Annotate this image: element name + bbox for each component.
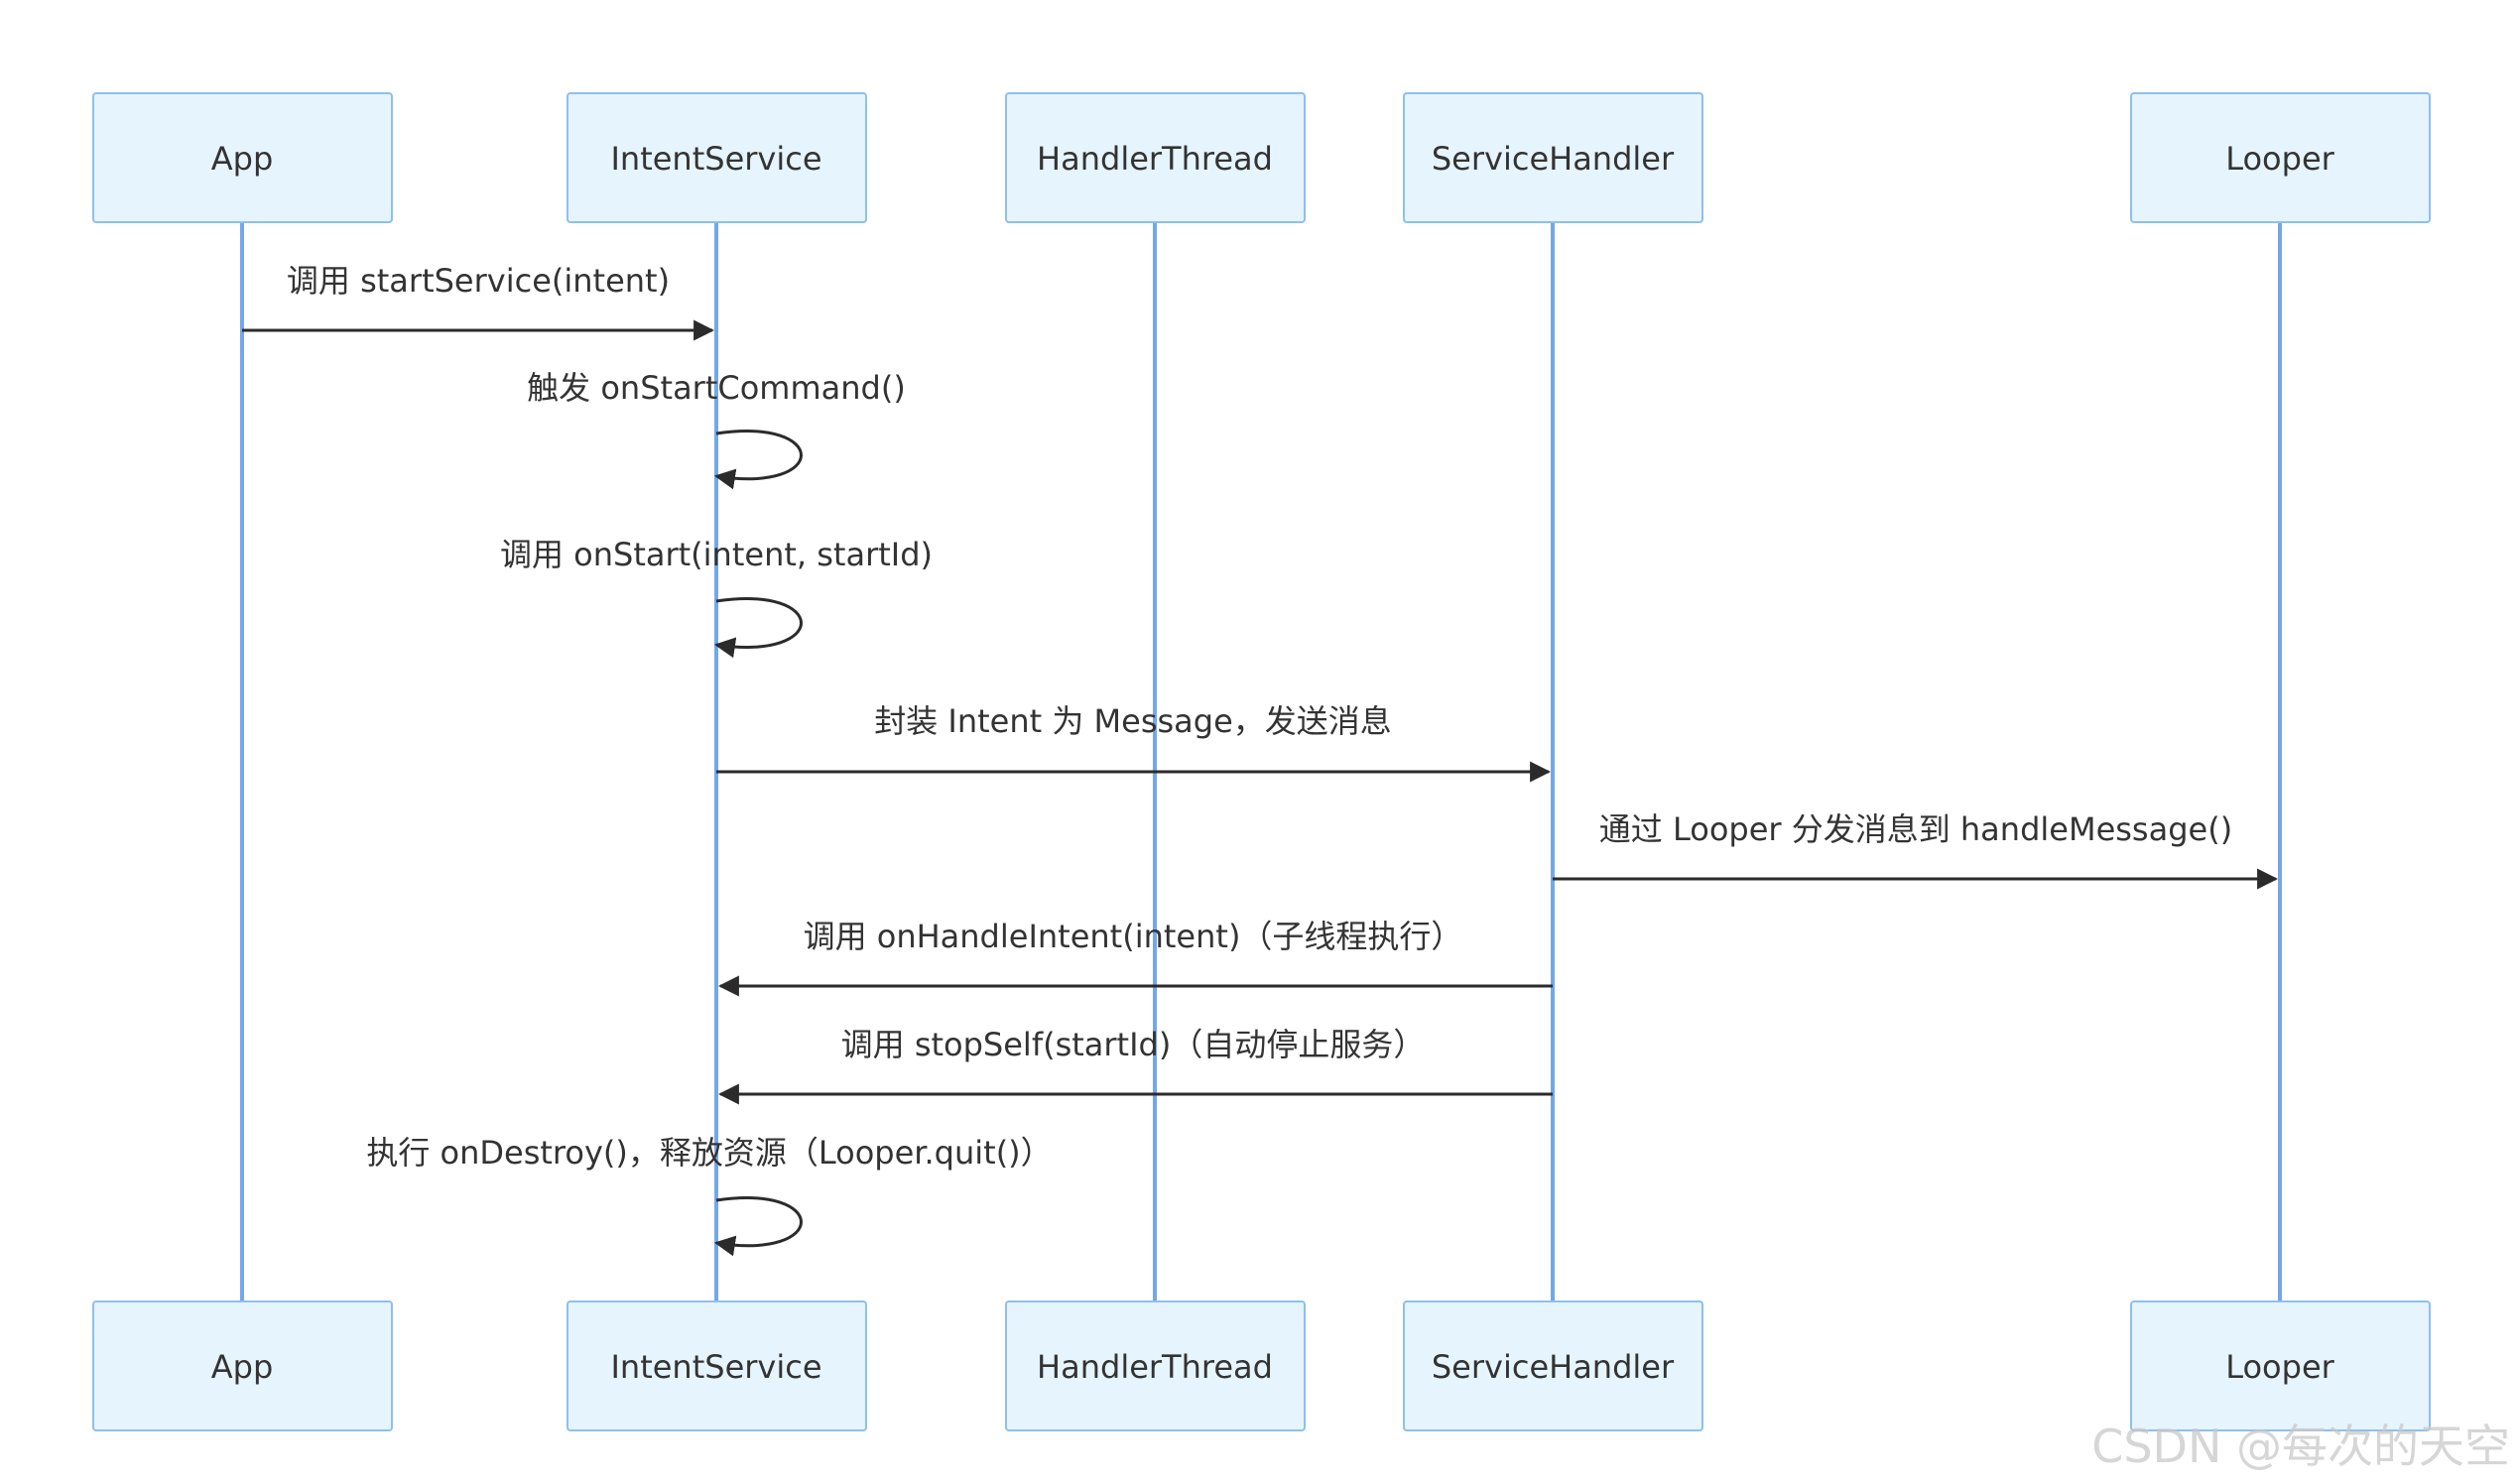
message-label: 调用 onHandleIntent(intent)（子线程执行）	[804, 918, 1463, 955]
actor-label: Looper	[2225, 1348, 2334, 1386]
actors-bottom: App IntentService HandlerThread ServiceH…	[92, 1300, 2431, 1431]
actor-label: IntentService	[610, 1348, 821, 1386]
message-label: 调用 startService(intent)	[287, 262, 670, 300]
message-on-start-command: 触发 onStartCommand()	[527, 369, 906, 490]
message-stop-self: 调用 stopSelf(startId)（自动停止服务）	[717, 1026, 1553, 1105]
actor-servicehandler-bottom: ServiceHandler	[1403, 1300, 1703, 1431]
actor-label: HandlerThread	[1037, 140, 1273, 178]
message-on-destroy: 执行 onDestroy()，释放资源（Looper.quit()）	[366, 1134, 1053, 1257]
actor-label: Looper	[2225, 140, 2334, 178]
watermark-text: CSDN @每次的天空	[2091, 1420, 2510, 1473]
self-message-arrow	[713, 430, 803, 490]
actor-app-top: App	[92, 92, 393, 223]
self-message-arrow	[713, 597, 803, 659]
message-label: 触发 onStartCommand()	[527, 369, 906, 407]
actor-label: App	[211, 140, 274, 178]
message-dispatch: 通过 Looper 分发消息到 handleMessage()	[1553, 810, 2279, 890]
actor-looper-bottom: Looper	[2130, 1300, 2431, 1431]
actor-handlerthread-bottom: HandlerThread	[1005, 1300, 1306, 1431]
actor-app-bottom: App	[92, 1300, 393, 1431]
actor-label: ServiceHandler	[1432, 1348, 1675, 1386]
actor-label: HandlerThread	[1037, 1348, 1273, 1386]
message-label: 调用 onStart(intent, startId)	[500, 536, 933, 573]
actor-label: IntentService	[610, 140, 821, 178]
message-on-start: 调用 onStart(intent, startId)	[500, 536, 933, 659]
actor-looper-top: Looper	[2130, 92, 2431, 223]
actor-handlerthread-top: HandlerThread	[1005, 92, 1306, 223]
messages: 调用 startService(intent) 触发 onStartComman…	[242, 262, 2279, 1257]
message-on-handle-intent: 调用 onHandleIntent(intent)（子线程执行）	[717, 918, 1553, 997]
message-start-service: 调用 startService(intent)	[242, 262, 715, 341]
actor-label: App	[211, 1348, 274, 1386]
message-send-message: 封装 Intent 为 Message，发送消息	[716, 702, 1552, 783]
message-label: 调用 stopSelf(startId)（自动停止服务）	[841, 1026, 1426, 1063]
lifelines	[240, 223, 2282, 1300]
actor-servicehandler-top: ServiceHandler	[1403, 92, 1703, 223]
actor-intentservice-bottom: IntentService	[567, 1300, 867, 1431]
actor-intentservice-top: IntentService	[567, 92, 867, 223]
self-message-arrow	[713, 1196, 803, 1257]
message-label: 封装 Intent 为 Message，发送消息	[874, 702, 1392, 740]
message-label: 通过 Looper 分发消息到 handleMessage()	[1599, 810, 2232, 848]
message-label: 执行 onDestroy()，释放资源（Looper.quit()）	[366, 1134, 1052, 1172]
actor-label: ServiceHandler	[1432, 140, 1675, 178]
actors-top: App IntentService HandlerThread ServiceH…	[92, 92, 2431, 223]
